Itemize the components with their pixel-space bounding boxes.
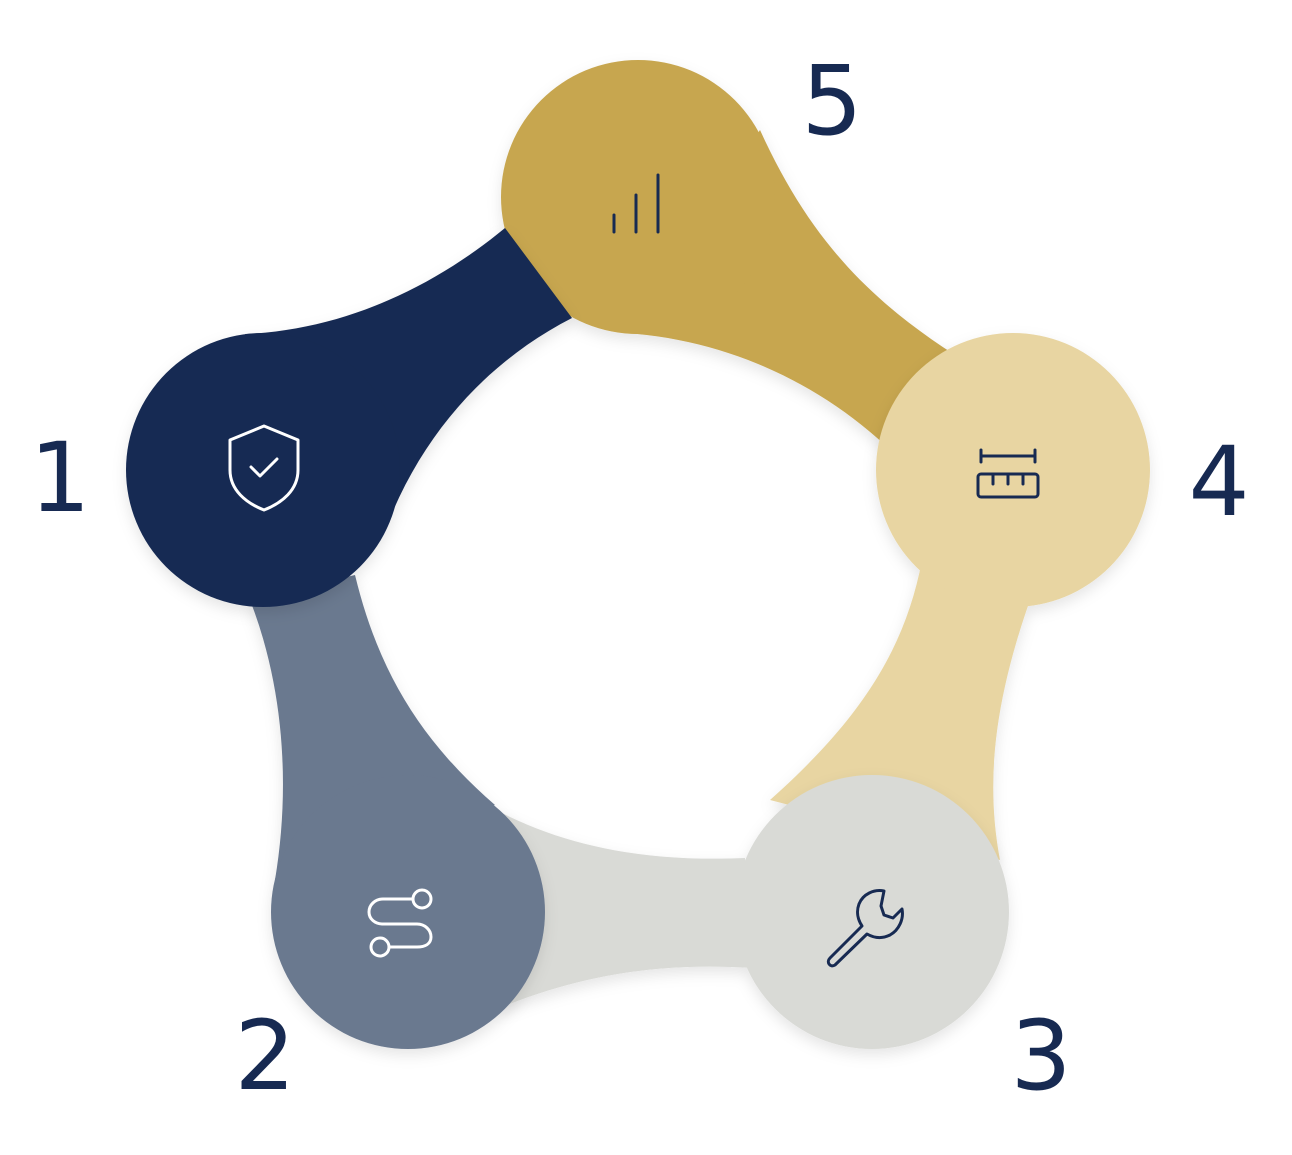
ruler-icon — [976, 448, 1040, 499]
segment-3-arm — [500, 812, 752, 1008]
route-icon — [367, 888, 433, 958]
shield-check-icon — [228, 424, 300, 512]
segment-1 — [126, 228, 572, 607]
segment-5 — [501, 60, 955, 445]
step-number-3: 3 — [1010, 1000, 1071, 1112]
bar-chart-icon — [612, 173, 660, 234]
wrench-icon — [826, 889, 904, 968]
step-number-4: 4 — [1188, 426, 1249, 538]
step-number-5: 5 — [801, 45, 862, 157]
segment-2-circle — [271, 775, 545, 1049]
segment-3-circle — [735, 775, 1009, 1049]
segment-5-arm — [625, 130, 955, 445]
segment-4 — [770, 333, 1150, 860]
segment-1-circle — [126, 333, 400, 607]
step-number-2: 2 — [234, 1000, 295, 1112]
step-number-1: 1 — [29, 422, 90, 534]
segment-1-arm — [245, 228, 572, 523]
segment-3 — [500, 775, 1009, 1049]
segment-2 — [250, 575, 545, 1049]
segment-5-circle — [501, 60, 775, 334]
segment-4-circle — [876, 333, 1150, 607]
